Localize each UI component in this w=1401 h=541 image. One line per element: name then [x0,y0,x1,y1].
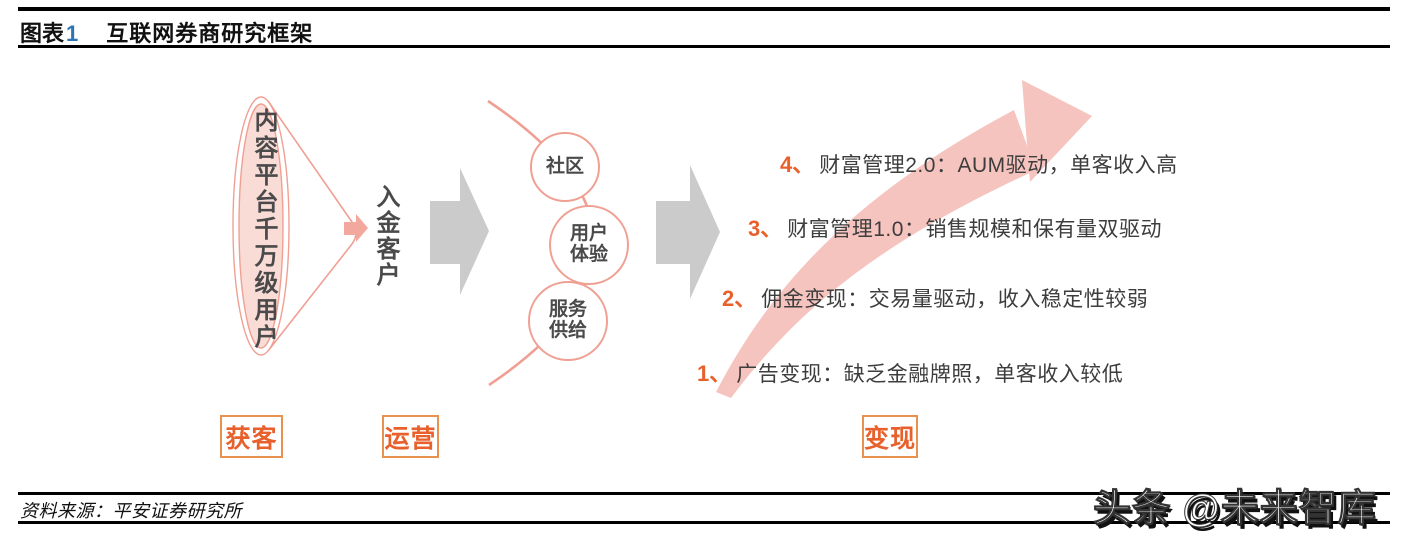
user-experience-label: 用户体验 [569,223,608,265]
header-top-rule [18,7,1390,11]
funnel-top-line [267,100,353,223]
circle-user-experience [549,205,629,285]
funnel-users-label: 内容平台千万级用户 [250,108,277,351]
monetization-item-3: 3、 财富管理1.0：销售规模和保有量双驱动 [748,211,1162,243]
item-text: 财富管理1.0：销售规模和保有量双驱动 [787,218,1162,241]
footer-top-rule [18,492,1390,495]
item-number: 4、 [780,152,815,177]
monetization-item-1: 1、 广告变现：缺乏金融牌照，单客收入较低 [697,356,1123,388]
item-number: 1、 [697,361,732,386]
figure-title: 互联网券商研究框架 [106,21,314,46]
funnel-bottom-line [267,243,353,352]
item-number: 3、 [748,216,783,241]
community-label: 社区 [545,156,584,177]
circle-service-supply [528,281,608,361]
stage-box-operation: 运营 [382,415,439,458]
stage-box-acquisition: 获客 [220,415,283,458]
item-text: 广告变现：缺乏金融牌照，单客收入较低 [736,363,1124,386]
funnel-outer-ellipse [232,96,290,356]
figure-header: 图表 1 互联网券商研究框架 [20,16,313,48]
monetization-item-2: 2、 佣金变现：交易量驱动，收入稳定性较弱 [722,281,1148,313]
growth-arrow-head-icon [1022,80,1092,182]
figure-number: 1 [66,21,79,46]
stage-box-monetization: 变现 [862,415,918,458]
deposit-customers-label: 入金客户 [372,184,399,288]
flow-arrow-icon-2 [656,165,720,299]
monetization-item-4: 4、 财富管理2.0：AUM驱动，单客收入高 [780,147,1178,179]
funnel-inner-ellipse [238,103,284,349]
item-text: 财富管理2.0：AUM驱动，单客收入高 [819,154,1178,177]
footer-bottom-rule [18,521,1390,524]
service-supply-label: 服务供给 [548,299,587,341]
growth-arrow-band [716,110,1036,398]
figure-label: 图表 [20,21,65,46]
circle-community [530,132,600,202]
funnel-output-arrow-icon [344,214,368,242]
watermark: 头条 @未来智库 [1093,488,1377,531]
header-bottom-rule [18,45,1390,48]
flow-arrow-icon-1 [430,168,489,295]
source-note: 资料来源：平安证券研究所 [20,501,242,521]
item-number: 2、 [722,286,757,311]
item-text: 佣金变现：交易量驱动，收入稳定性较弱 [761,288,1149,311]
